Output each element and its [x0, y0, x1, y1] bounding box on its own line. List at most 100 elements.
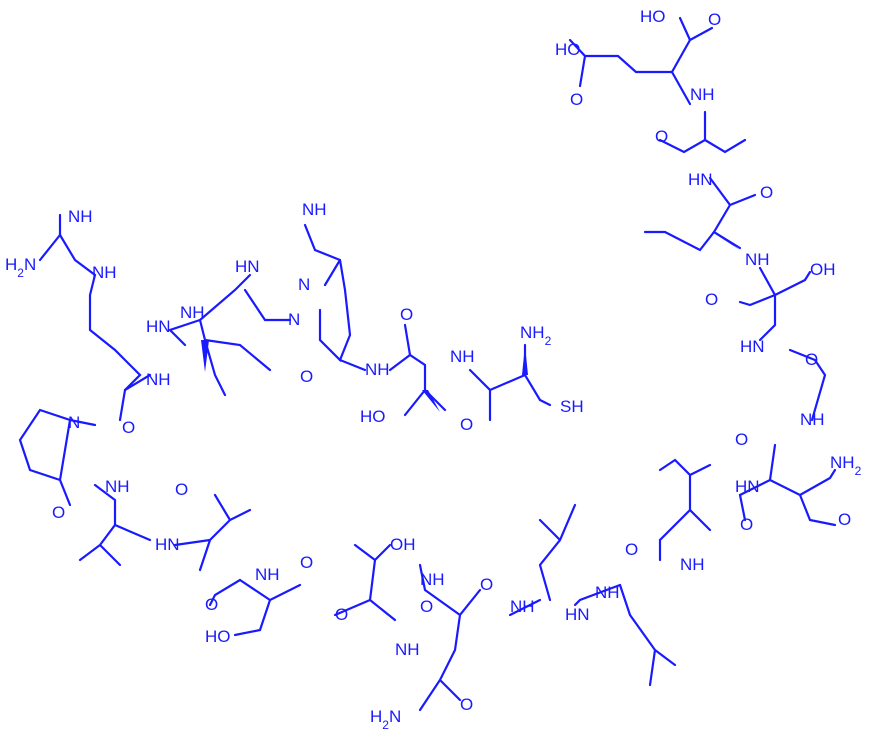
atom-label: HO [640, 7, 666, 26]
svg-text:HN: HN [688, 170, 713, 189]
svg-text:NH: NH [255, 565, 280, 584]
atom-label: NH [365, 360, 390, 379]
svg-text:OH: OH [810, 260, 836, 279]
atom-label: NH [146, 370, 171, 389]
svg-text:O: O [300, 367, 313, 386]
atom-label: N [68, 413, 80, 432]
atom-label: O [300, 367, 313, 386]
atom-label: H2N [370, 707, 401, 732]
svg-text:NH: NH [302, 200, 327, 219]
atom-label: OH [810, 260, 836, 279]
svg-text:HO: HO [640, 7, 666, 26]
svg-text:O: O [705, 290, 718, 309]
svg-text:SH: SH [560, 397, 584, 416]
svg-text:HN: HN [235, 257, 260, 276]
atom-label: N [298, 275, 310, 294]
atom-label: NH2 [520, 323, 552, 348]
svg-text:N: N [288, 310, 300, 329]
svg-text:NH: NH [690, 85, 715, 104]
svg-text:O: O [122, 418, 135, 437]
atom-label: HO [205, 627, 231, 646]
atom-label: H2N [5, 255, 36, 280]
atom-label: O [760, 183, 773, 202]
svg-text:O: O [740, 515, 753, 534]
svg-text:O: O [52, 503, 65, 522]
atom-label: NH2 [830, 453, 862, 478]
svg-text:O: O [625, 540, 638, 559]
atom-label: O [655, 127, 668, 146]
svg-text:O: O [708, 10, 721, 29]
svg-text:O: O [300, 553, 313, 572]
svg-text:NH: NH [450, 347, 475, 366]
atom-label: NH [595, 583, 620, 602]
atom-label: O [460, 695, 473, 714]
svg-text:N: N [68, 413, 80, 432]
svg-text:O: O [760, 183, 773, 202]
atom-label: O [705, 290, 718, 309]
svg-text:O: O [205, 595, 218, 614]
atom-label: NH [450, 347, 475, 366]
svg-text:O: O [805, 350, 818, 369]
svg-text:O: O [175, 480, 188, 499]
svg-text:O: O [655, 127, 668, 146]
svg-text:HN: HN [155, 535, 180, 554]
svg-text:HN: HN [565, 605, 590, 624]
svg-text:O: O [480, 575, 493, 594]
svg-text:NH: NH [680, 555, 705, 574]
svg-text:NH: NH [745, 250, 770, 269]
svg-text:NH: NH [146, 370, 171, 389]
svg-text:NH: NH [68, 207, 93, 226]
atom-label: NH [68, 207, 93, 226]
atom-label: O [740, 515, 753, 534]
atom-label: O [735, 430, 748, 449]
atom-label: O [708, 10, 721, 29]
svg-text:O: O [420, 597, 433, 616]
svg-text:NH2: NH2 [830, 453, 862, 478]
atom-label: NH [180, 303, 205, 322]
svg-text:O: O [460, 415, 473, 434]
svg-text:NH2: NH2 [520, 323, 552, 348]
svg-text:HO: HO [360, 407, 386, 426]
atom-label: HN [735, 477, 760, 496]
atom-label: NH [510, 597, 535, 616]
atom-label: NH [690, 85, 715, 104]
svg-text:HN: HN [740, 337, 765, 356]
atom-label: HN [565, 605, 590, 624]
svg-text:O: O [735, 430, 748, 449]
atom-label: NH [92, 263, 117, 282]
atom-label: O [300, 553, 313, 572]
atom-label: NH [255, 565, 280, 584]
svg-text:O: O [400, 305, 413, 324]
svg-text:NH: NH [510, 597, 535, 616]
atom-label: NH [395, 640, 420, 659]
atom-label: HN [235, 257, 260, 276]
svg-text:HO: HO [555, 40, 581, 59]
atom-label: N [288, 310, 300, 329]
atom-label: O [52, 503, 65, 522]
atom-label: O [480, 575, 493, 594]
svg-text:HN: HN [735, 477, 760, 496]
svg-text:NH: NH [92, 263, 117, 282]
atom-label: OH [390, 535, 416, 554]
atom-label: HO [360, 407, 386, 426]
atom-labels: HO O NH HO O O HN O NH OH O HN O NH O NH… [5, 7, 862, 732]
bond-skeleton [18, 16, 837, 712]
svg-text:NH: NH [800, 410, 825, 429]
svg-text:NH: NH [365, 360, 390, 379]
atom-label: HN [146, 317, 171, 336]
svg-text:O: O [838, 510, 851, 529]
atom-label: NH [105, 477, 130, 496]
atom-label: O [122, 418, 135, 437]
svg-text:NH: NH [595, 583, 620, 602]
svg-text:O: O [460, 695, 473, 714]
svg-text:NH: NH [105, 477, 130, 496]
atom-label: O [420, 597, 433, 616]
atom-label: HN [155, 535, 180, 554]
svg-text:HO: HO [205, 627, 231, 646]
atom-label: HN [688, 170, 713, 189]
svg-text:O: O [335, 605, 348, 624]
atom-label: O [175, 480, 188, 499]
atom-label: O [335, 605, 348, 624]
atom-label: O [570, 90, 583, 109]
